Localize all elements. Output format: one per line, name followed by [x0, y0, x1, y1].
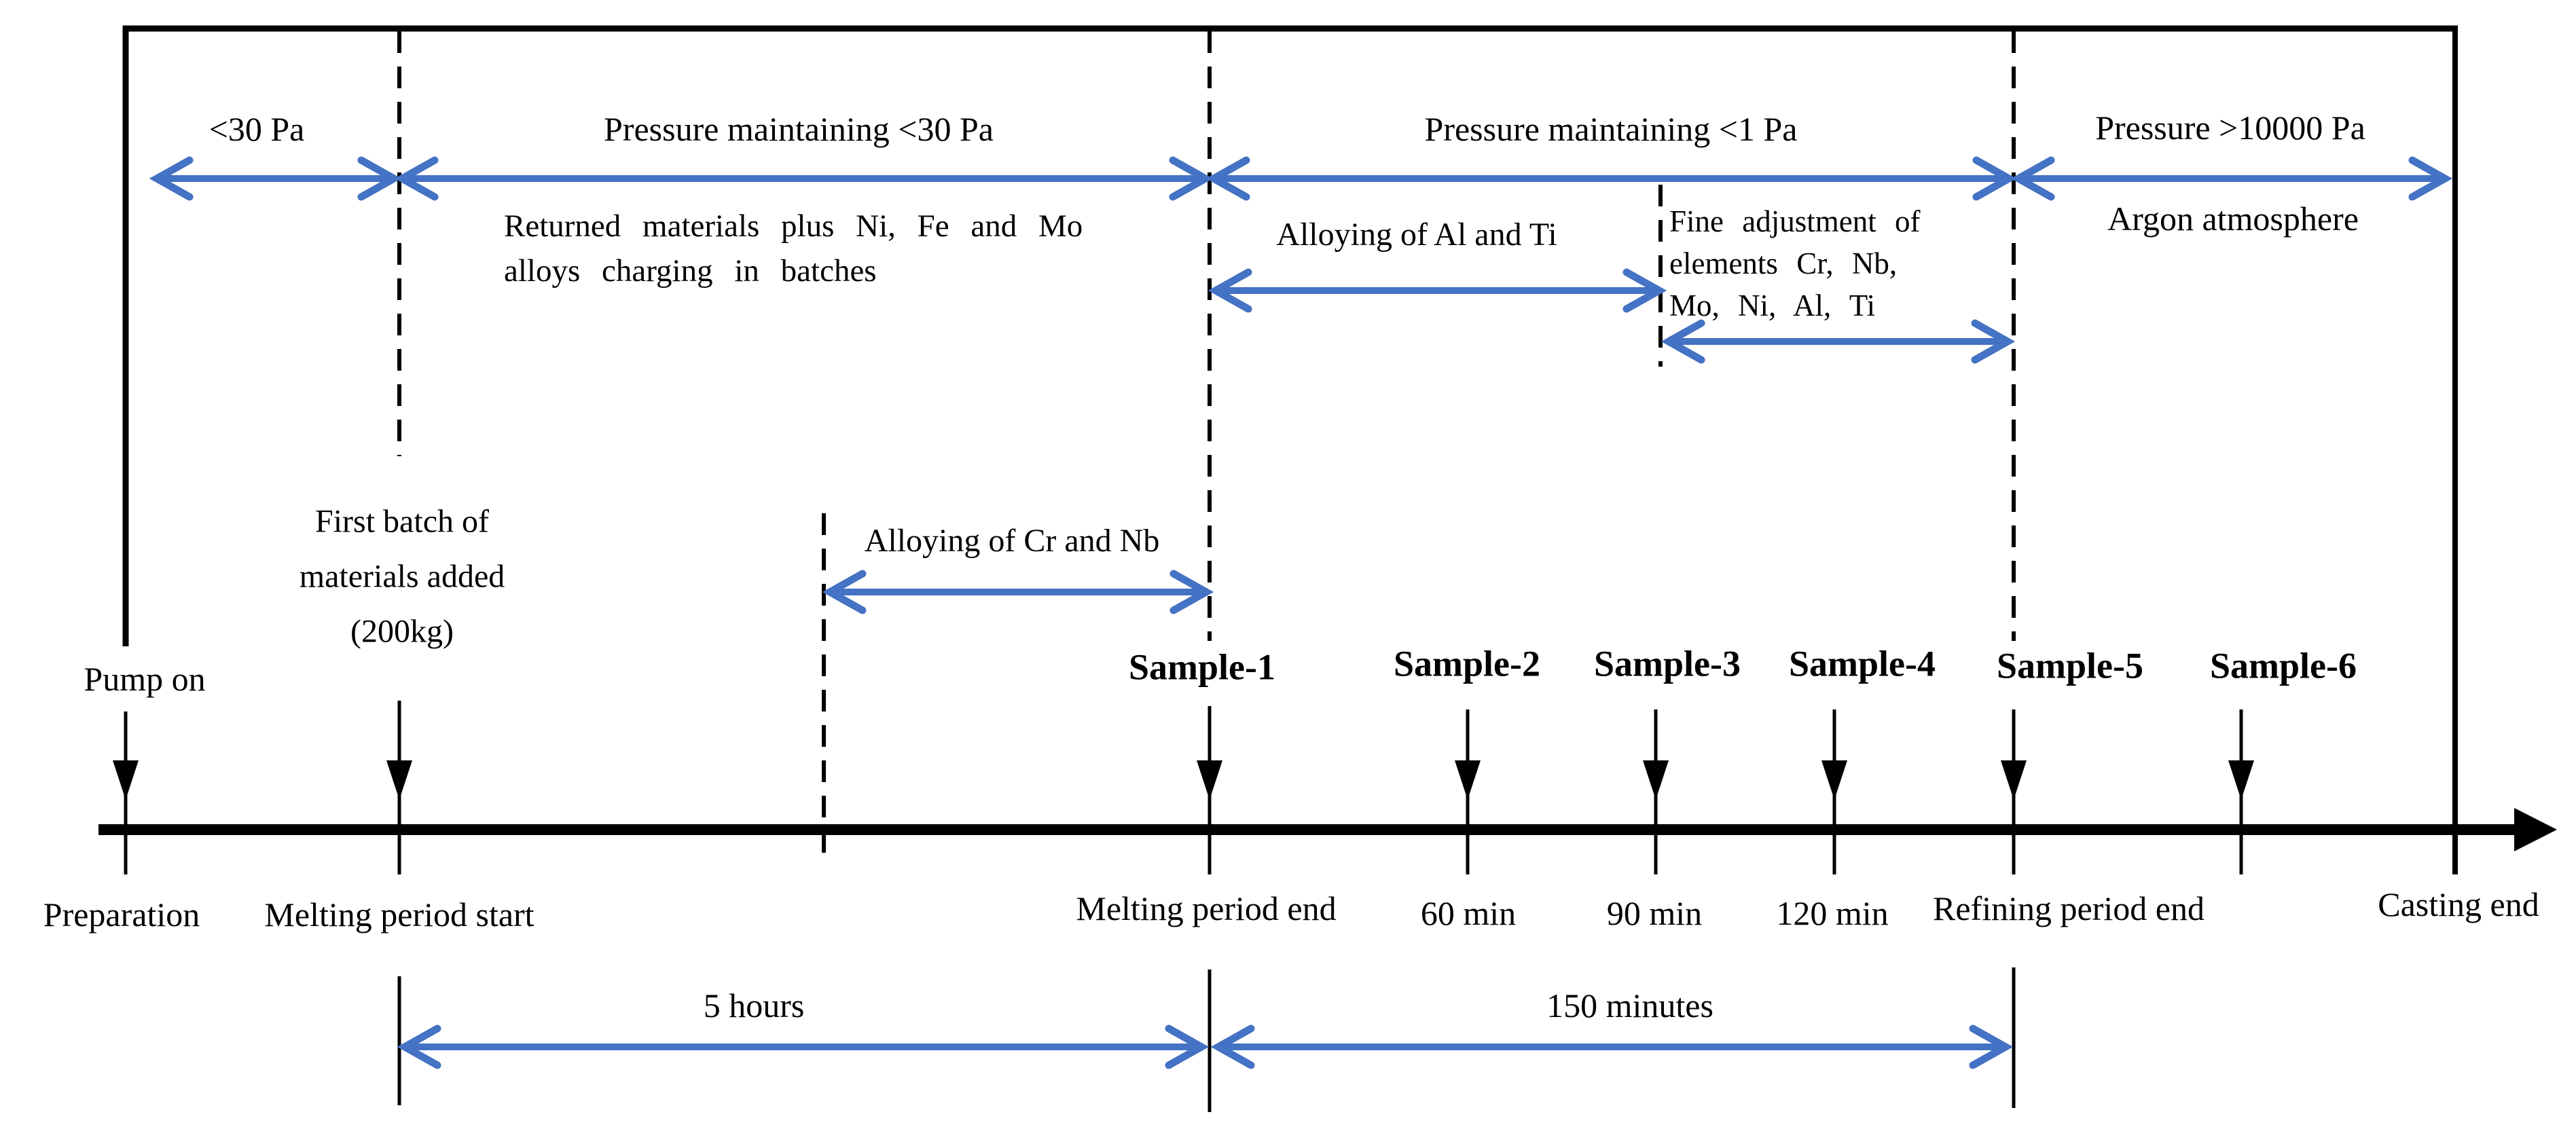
- sample-label-3: Sample-3: [1594, 643, 1741, 684]
- axis-label-120min: 120 min: [1776, 893, 1889, 932]
- sample-label-2: Sample-2: [1394, 643, 1540, 684]
- fine-adjustment-arrow: [1661, 319, 2016, 364]
- sample-6-event-line: [2228, 709, 2254, 874]
- alloying-cr-nb-label: Alloying of Cr and Nb: [864, 523, 1160, 559]
- alloying-cr-nb-arrow: [822, 570, 1214, 614]
- pressure-zone3-arrow: [1205, 156, 2017, 201]
- sample-1-event-line: [1197, 706, 1222, 874]
- melting-start-event-line: [386, 701, 412, 874]
- sample-4-event-line: [1821, 709, 1847, 874]
- pressure-zone1-label: <30 Pa: [208, 109, 305, 148]
- pressure-zone2-arrow: [394, 156, 1214, 201]
- axis-label-90min: 90 min: [1606, 893, 1703, 932]
- first-batch-note: First batch of materials added (200kg): [299, 503, 505, 650]
- pressure-zone2-label: Pressure maintaining <30 Pa: [604, 109, 994, 148]
- duration-5hours-arrow: [397, 1024, 1210, 1069]
- axis-label-preparation: Preparation: [43, 895, 200, 934]
- axis-label-60min: 60 min: [1420, 893, 1517, 932]
- axis-label-melting-end: Melting period end: [1076, 889, 1337, 927]
- sample-label-6: Sample-6: [2210, 645, 2357, 686]
- preparation-event-line: [113, 712, 139, 874]
- axis-label-casting-end: Casting end: [2378, 885, 2539, 923]
- alloying-al-ti-label: Alloying of Al and Ti: [1276, 217, 1557, 253]
- pump-on-label: Pump on: [84, 659, 206, 698]
- alloying-al-ti-arrow: [1208, 268, 1667, 313]
- duration-150min-label: 150 minutes: [1546, 986, 1713, 1024]
- sample-label-4: Sample-4: [1789, 643, 1936, 684]
- pressure-zone1-arrow: [149, 156, 402, 201]
- pressure-zone4-label: Pressure >10000 Pa: [2095, 108, 2365, 147]
- fine-adjustment-note: Fine adjustment of elements Cr, Nb, Mo, …: [1669, 204, 1921, 322]
- sample-2-event-line: [1455, 709, 1481, 874]
- sample-5-event-line: [2001, 709, 2027, 874]
- duration-5hours-label: 5 hours: [703, 986, 805, 1024]
- argon-atmosphere-label: Argon atmosphere: [2107, 199, 2359, 238]
- time-axis-arrowhead: [2514, 808, 2557, 851]
- sample-label-5: Sample-5: [1997, 645, 2143, 686]
- duration-150min-arrow: [1210, 1024, 2014, 1069]
- returned-materials-note: Returned materials plus Ni, Fe and Mo al…: [504, 208, 1083, 289]
- sample-label-1: Sample-1: [1129, 646, 1275, 688]
- axis-label-refining-end: Refining period end: [1933, 889, 2205, 927]
- axis-label-melting-start: Melting period start: [264, 895, 534, 934]
- sample-3-event-line: [1643, 709, 1669, 874]
- pressure-zone4-arrow: [2010, 156, 2453, 201]
- pressure-zone3-label: Pressure maintaining <1 Pa: [1424, 109, 1798, 148]
